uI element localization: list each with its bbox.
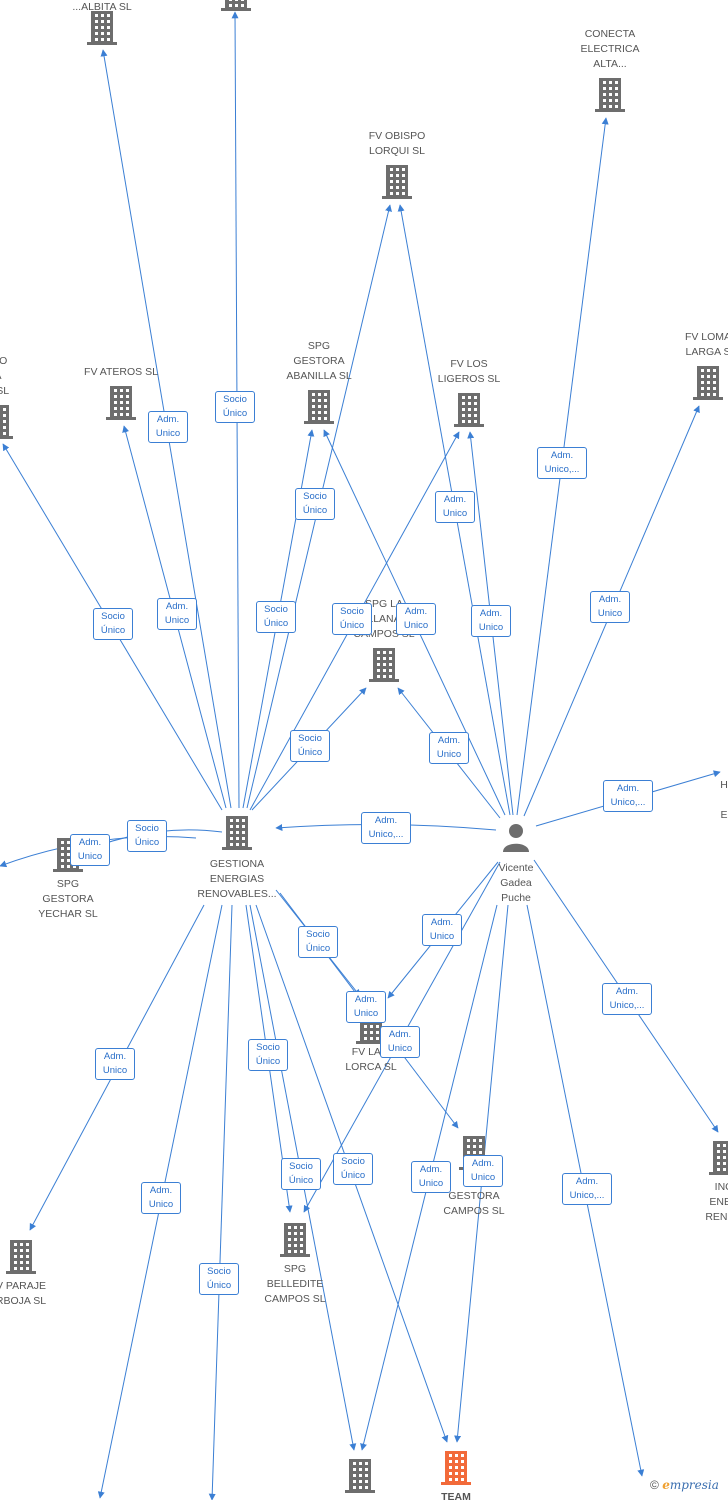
building-icon[interactable] — [693, 366, 723, 405]
node-label-loma[interactable]: FV LOMA LARGA S — [684, 331, 728, 358]
footer-brand: © empresia — [650, 1478, 719, 1492]
edge-label-vicente-to-bright[interactable]: Adm. Unico,... — [562, 1173, 612, 1205]
edge-label-gestiona-to-bottom1[interactable]: Socio Único — [281, 1158, 321, 1190]
node-label-top1[interactable]: ...ALBITA SL — [72, 1, 132, 13]
edge-label-gestiona-to-ateros[interactable]: Adm. Unico — [157, 598, 197, 630]
node-label-belledite[interactable]: SPG BELLEDITE CAMPOS SL — [264, 1263, 326, 1305]
edge-label-vicente-to-ing[interactable]: Adm. Unico,... — [602, 983, 652, 1015]
edge-label-vicente-to-hright[interactable]: Adm. Unico,... — [603, 780, 653, 812]
edge-label-vicente-to-bottom1[interactable]: Adm. Unico — [411, 1161, 451, 1193]
edge-label-vicente-to-conecta[interactable]: Adm. Unico,... — [537, 447, 587, 479]
edge-label-vicente-to-loma[interactable]: Adm. Unico — [590, 591, 630, 623]
edge-label-vicente-to-llana[interactable]: Adm. Unico — [429, 732, 469, 764]
person-icon[interactable] — [501, 822, 531, 857]
building-icon[interactable] — [454, 393, 484, 432]
node-label-lorca[interactable]: FV LA P LORCA SL — [345, 1046, 397, 1073]
node-label-gestiona[interactable]: GESTIONA ENERGIAS RENOVABLES... — [197, 858, 277, 900]
node-label-ing[interactable]: ING ENER RENOV — [705, 1181, 728, 1223]
edge-label-gestiona-to-obispo[interactable]: Socio Único — [295, 488, 335, 520]
edge-label-gestiona-to-top1[interactable]: Adm. Unico — [148, 411, 188, 443]
edge-gestiona-to-bleft2 — [208, 904, 233, 1500]
edge-label-vicente-to-lorca[interactable]: Adm. Unico — [422, 914, 462, 946]
edge-label-gestiona-to-belledite[interactable]: Socio Único — [248, 1039, 288, 1071]
edge-label-vicente-to-abanilla[interactable]: Adm. Unico — [396, 603, 436, 635]
node-label-ligeros[interactable]: FV LOS LIGEROS SL — [437, 358, 501, 385]
building-icon[interactable] — [280, 1223, 310, 1262]
edge-label-vicente-to-obispo[interactable]: Adm. Unico — [435, 491, 475, 523]
building-icon[interactable] — [0, 405, 13, 444]
building-icon[interactable] — [369, 648, 399, 687]
node-label-rio[interactable]: RIO A A SL — [0, 355, 10, 397]
edge-label-gestiona-to-top2[interactable]: Socio Único — [215, 391, 255, 423]
building-icon[interactable] — [441, 1451, 471, 1490]
building-icon[interactable] — [106, 386, 136, 425]
edge-label-vicente-to-gestiona[interactable]: Adm. Unico,... — [361, 812, 411, 844]
building-icon[interactable] — [221, 0, 251, 16]
node-label-gcampos[interactable]: GESTORA CAMPOS SL — [443, 1190, 505, 1217]
node-label-obispo[interactable]: FV OBISPO LORQUI SL — [368, 130, 426, 157]
edge-label-gestiona-to-bleft2[interactable]: Socio Único — [199, 1263, 239, 1295]
building-icon[interactable] — [87, 11, 117, 50]
edge-label-gestiona-to-lorca[interactable]: Socio Único — [298, 926, 338, 958]
building-icon[interactable] — [595, 78, 625, 117]
building-icon[interactable] — [304, 390, 334, 429]
building-icon[interactable] — [382, 165, 412, 204]
node-label-hright[interactable]: H E — [720, 779, 728, 821]
edge-label-gestiona-to-team[interactable]: Socio Único — [333, 1153, 373, 1185]
edge-label-vicente-to-belledite[interactable]: Adm. Unico — [380, 1026, 420, 1058]
building-icon[interactable] — [709, 1141, 728, 1180]
node-label-team[interactable]: TEAM — [441, 1491, 471, 1503]
empresia-logo[interactable]: empresia — [662, 1478, 719, 1492]
edge-label-gestiona-to-leftedge[interactable]: Adm. Unico — [70, 834, 110, 866]
edge-label-vicente-to-ligeros[interactable]: Adm. Unico — [471, 605, 511, 637]
node-label-ateros[interactable]: FV ATEROS SL — [84, 366, 158, 378]
edge-label-gestiona-to-yechar[interactable]: Socio Único — [127, 820, 167, 852]
edge-label-vicente-to-team[interactable]: Adm. Unico — [463, 1155, 503, 1187]
edge-label-gestiona-to-ligeros[interactable]: Socio Único — [332, 603, 372, 635]
edge-label-gestiona-to-paraje[interactable]: Adm. Unico — [95, 1048, 135, 1080]
edge-label-gestiona-to-gcampos[interactable]: Adm. Unico — [346, 991, 386, 1023]
node-label-conecta[interactable]: CONECTA ELECTRICA ALTA... — [580, 28, 640, 70]
node-label-paraje[interactable]: V PARAJE RBOJA SL — [0, 1280, 47, 1307]
edge-label-gestiona-to-abanilla[interactable]: Socio Único — [256, 601, 296, 633]
building-icon[interactable] — [345, 1459, 375, 1498]
node-label-vicente[interactable]: Vicente Gadea Puche — [498, 862, 534, 904]
building-icon[interactable] — [6, 1240, 36, 1279]
edge-label-gestiona-to-rio[interactable]: Socio Único — [93, 608, 133, 640]
edge-label-gestiona-to-llana[interactable]: Socio Único — [290, 730, 330, 762]
node-label-yechar[interactable]: SPG GESTORA YECHAR SL — [38, 878, 98, 920]
edge-label-gestiona-to-bleft[interactable]: Adm. Unico — [141, 1182, 181, 1214]
building-icon[interactable] — [222, 816, 252, 855]
copyright-symbol: © — [650, 1478, 659, 1492]
node-label-abanilla[interactable]: SPG GESTORA ABANILLA SL — [286, 340, 352, 382]
